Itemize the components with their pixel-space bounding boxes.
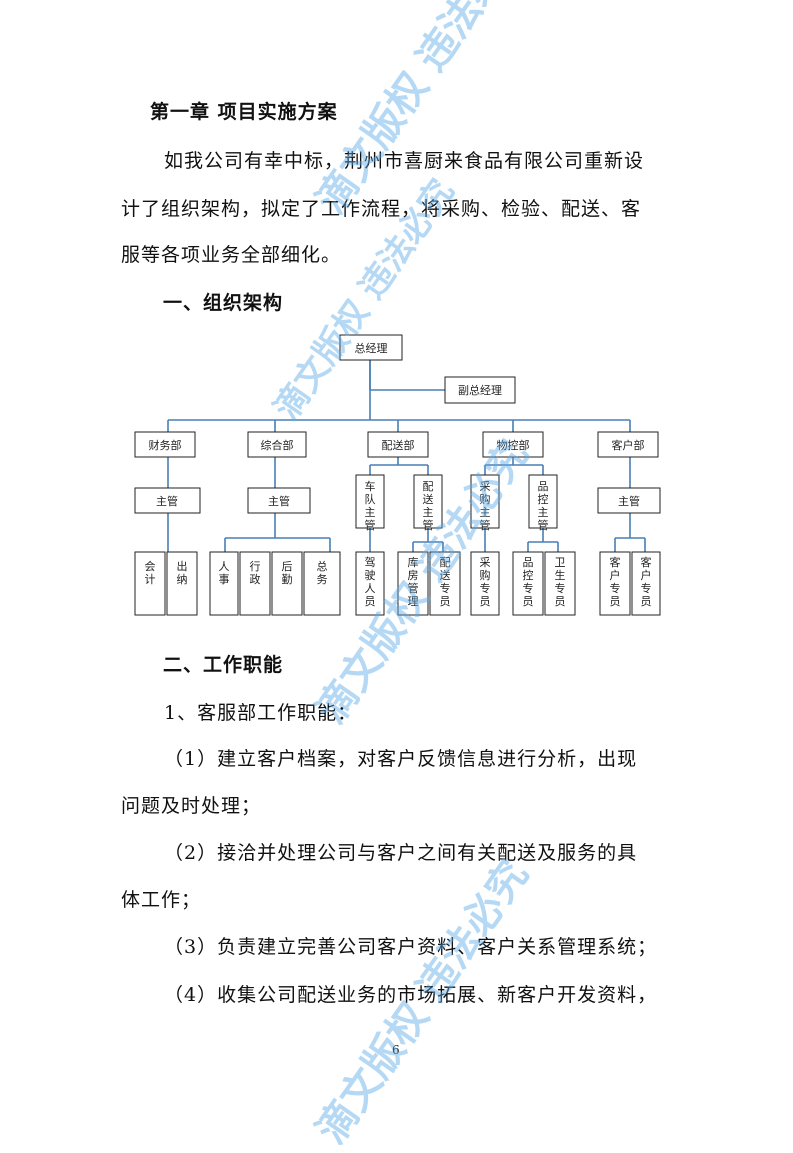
intro-line-2: 计了组织架构，拟定了工作流程，将采购、检验、配送、客 — [121, 198, 642, 220]
org-staff-driver: 驾驶人员 — [365, 556, 376, 608]
org-staff-accounting: 会计 — [145, 560, 156, 586]
chapter-title: 第一章 项目实施方案 — [150, 101, 338, 123]
org-dept-general: 综合部 — [261, 438, 294, 452]
org-sup-customer: 主管 — [618, 494, 640, 508]
intro-line-1: 如我公司有幸中标，荆州市喜厨来食品有限公司重新设 — [164, 150, 645, 172]
org-node-deputy: 副总经理 — [458, 383, 502, 397]
org-staff-delivery: 配送专员 — [440, 556, 451, 608]
org-sup-dispatch: 配送主管 — [423, 480, 434, 532]
org-sup-purchase: 采购主管 — [480, 480, 491, 532]
org-node-top: 总经理 — [355, 341, 388, 355]
org-sup-fleet: 车队主管 — [365, 479, 376, 532]
org-staff-qc: 品控专员 — [523, 556, 534, 608]
org-staff-hr: 人事 — [219, 560, 230, 586]
org-dept-dispatch: 配送部 — [382, 438, 415, 452]
intro-line-3: 服等各项业务全部细化。 — [121, 244, 342, 266]
org-staff-cashier: 出纳 — [177, 559, 188, 586]
org-staff-admin: 行政 — [250, 560, 261, 586]
page-number: 6 — [392, 1043, 400, 1057]
org-sup-finance: 主管 — [156, 494, 178, 508]
org-staff-general-affairs: 总务 — [317, 559, 328, 586]
duty-item-1-line-2: 问题及时处理； — [121, 795, 262, 817]
section-heading-org: 一、组织架构 — [163, 292, 284, 314]
org-dept-material: 物控部 — [497, 438, 530, 452]
org-sup-quality: 品控主管 — [538, 480, 549, 532]
org-chart: 总经理 副总经理 财务部 综合部 配送部 物控部 客户部 主管 主管 主管 车队… — [134, 334, 661, 616]
duty-item-1-line-1: （1）建立客户档案，对客户反馈信息进行分析，出现 — [164, 748, 638, 770]
org-staff-hygiene: 卫生专员 — [555, 556, 566, 608]
org-staff-buyer: 采购专员 — [480, 556, 491, 608]
org-staff-warehouse: 库房管理 — [408, 556, 419, 608]
duty-item-2-line-2: 体工作； — [121, 889, 202, 911]
org-staff-logistics: 后勤 — [282, 560, 293, 586]
org-sup-general: 主管 — [268, 494, 290, 508]
org-dept-customer: 客户部 — [612, 438, 645, 452]
duty-item-3: （3）负责建立完善公司客户资料、客户关系管理系统； — [164, 936, 658, 958]
org-staff-cs2: 客户专员 — [641, 555, 652, 608]
document-page: 第一章 项目实施方案 如我公司有幸中标，荆州市喜厨来食品有限公司重新设 计了组织… — [121, 0, 661, 1152]
duty-item-4: （4）收集公司配送业务的市场拓展、新客户开发资料， — [164, 984, 658, 1006]
section-heading-duties: 二、工作职能 — [163, 654, 284, 676]
duty-item-2-line-1: （2）接洽并处理公司与客户之间有关配送及服务的具 — [164, 842, 638, 864]
org-staff-cs1: 客户专员 — [610, 555, 621, 608]
org-dept-finance: 财务部 — [149, 438, 182, 452]
subsection-customer-service: 1、客服部工作职能： — [164, 702, 358, 724]
